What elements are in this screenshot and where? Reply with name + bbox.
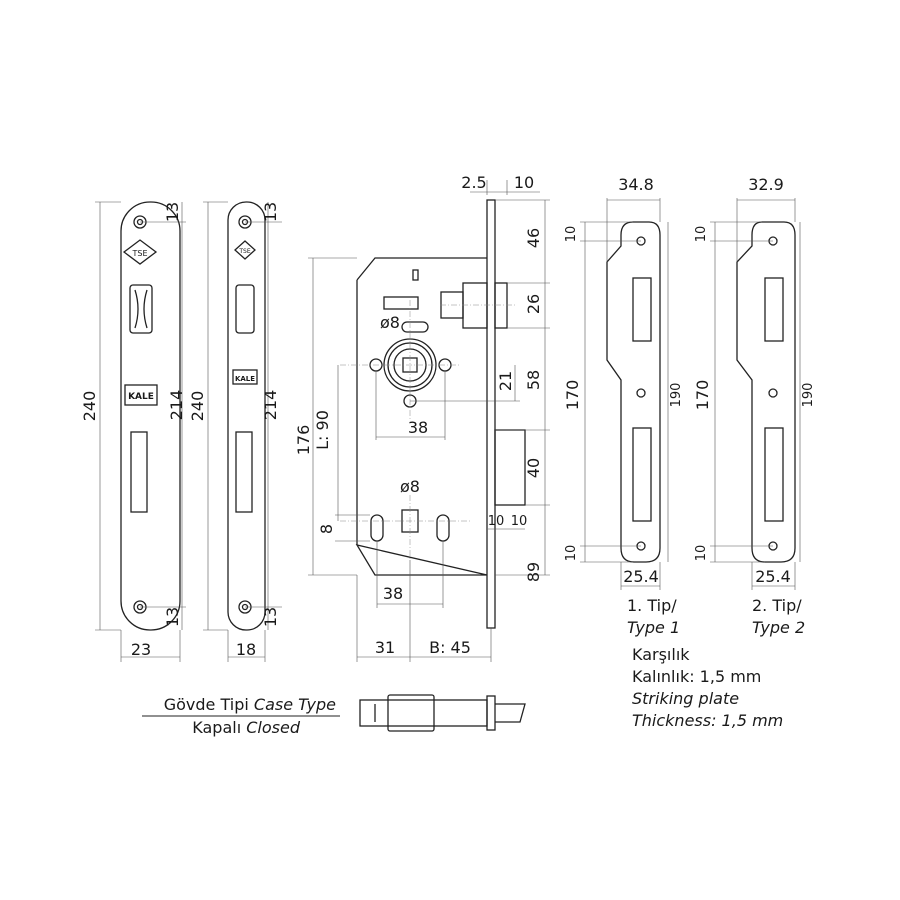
svg-text:Type 1: Type 1 (627, 618, 680, 637)
svg-text:Striking plate: Striking plate (632, 689, 739, 708)
svg-text:46: 46 (524, 228, 543, 248)
svg-text:Karşılık: Karşılık (632, 645, 690, 664)
svg-text:26: 26 (524, 294, 543, 314)
svg-text:240: 240 (188, 391, 207, 422)
faceplate-2: TSE KALE 240 13 214 13 18 (188, 201, 282, 662)
svg-text:58: 58 (524, 370, 543, 390)
svg-text:23: 23 (131, 640, 151, 659)
svg-text:10: 10 (488, 514, 505, 529)
svg-text:ø8: ø8 (400, 477, 420, 496)
svg-text:32.9: 32.9 (748, 175, 784, 194)
kale-logo (232, 369, 258, 385)
svg-text:TSE: TSE (131, 249, 147, 258)
svg-text:10: 10 (694, 545, 709, 562)
svg-text:10: 10 (514, 173, 534, 192)
svg-text:18: 18 (236, 640, 256, 659)
case-type-label: Gövde Tipi Case Type Kapalı Closed (142, 695, 340, 737)
svg-text:214: 214 (261, 390, 280, 421)
svg-text:Gövde Tipi Case Type: Gövde Tipi Case Type (164, 695, 336, 714)
svg-text:240: 240 (80, 391, 99, 422)
svg-text:38: 38 (383, 584, 403, 603)
svg-text:2.5: 2.5 (461, 173, 486, 192)
svg-text:89: 89 (524, 562, 543, 582)
svg-text:10: 10 (694, 226, 709, 243)
svg-text:2. Tip/: 2. Tip/ (752, 596, 802, 615)
strike-plate-type-2: 32.9 10 170 10 190 25.4 2. Tip/ Type 2 (693, 175, 816, 637)
svg-text:170: 170 (693, 380, 712, 411)
tse-logo (234, 240, 256, 260)
svg-text:190: 190 (801, 383, 816, 408)
svg-text:Type 2: Type 2 (752, 618, 805, 637)
striking-plate-notes: Karşılık Kalınlık: 1,5 mm Striking plate… (632, 645, 783, 730)
svg-text:Thickness: 1,5 mm: Thickness: 1,5 mm (632, 711, 783, 730)
svg-text:8: 8 (317, 524, 336, 534)
lock-body: 2.5 10 46 26 58 40 89 21 10 10 176 L: 90… (294, 173, 550, 662)
faceplate-1: TSE KALE 240 13 214 13 23 (80, 201, 186, 662)
svg-text:13: 13 (261, 202, 280, 222)
svg-text:Kalınlık: 1,5 mm: Kalınlık: 1,5 mm (632, 667, 761, 686)
svg-text:25.4: 25.4 (623, 567, 659, 586)
svg-text:1. Tip/: 1. Tip/ (627, 596, 677, 615)
svg-text:Kapalı Closed: Kapalı Closed (192, 718, 301, 737)
svg-text:176: 176 (294, 425, 313, 456)
svg-text:10: 10 (511, 514, 528, 529)
svg-text:10: 10 (564, 545, 579, 562)
svg-text:B: 45: B: 45 (429, 638, 471, 657)
svg-text:ø8: ø8 (380, 313, 400, 332)
svg-text:L: 90: L: 90 (313, 410, 332, 450)
strike-plate-type-1: 34.8 10 170 10 190 25.4 1. Tip/ Type 1 (563, 175, 684, 637)
svg-text:190: 190 (669, 383, 684, 408)
svg-text:214: 214 (167, 390, 186, 421)
lock-bottom-view (359, 694, 526, 732)
svg-text:13: 13 (261, 607, 280, 627)
tse-logo (122, 239, 158, 265)
svg-text:34.8: 34.8 (618, 175, 654, 194)
svg-text:25.4: 25.4 (755, 567, 791, 586)
kale-logo (124, 384, 158, 406)
svg-text:21: 21 (496, 371, 515, 391)
svg-text:10: 10 (564, 226, 579, 243)
svg-text:KALE: KALE (235, 375, 255, 383)
svg-text:38: 38 (408, 418, 428, 437)
svg-text:40: 40 (524, 458, 543, 478)
svg-text:KALE: KALE (128, 392, 154, 402)
svg-text:13: 13 (163, 202, 182, 222)
svg-text:170: 170 (563, 380, 582, 411)
svg-text:13: 13 (163, 607, 182, 627)
svg-text:31: 31 (375, 638, 395, 657)
svg-text:TSE: TSE (238, 248, 250, 255)
